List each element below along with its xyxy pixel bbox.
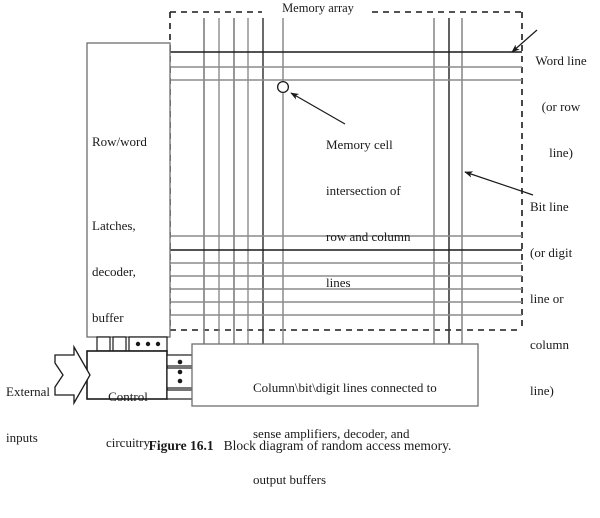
word-line-annotation-1: Word line [535,52,587,68]
row-word-block-label: Row/word Latches, decoder, buffer [92,103,168,356]
external-inputs-label: External inputs [6,353,58,476]
bit-line-annotation-1: Bit line [530,198,569,214]
bit-line-annotation-4: column [530,336,569,352]
bit-line-annotation-5: line) [530,382,554,398]
figure-root: Memory array Row/word Latches, decoder, … [0,1,600,487]
control-line-1: Control [108,388,148,404]
external-inputs-line-2: inputs [6,429,38,445]
memory-cell-marker [276,80,290,94]
word-lines-group [170,51,522,316]
figure-caption-label: Figure 16.1 [148,438,214,453]
column-block-label: Column\bit\digit lines connected to sens… [253,349,478,518]
control-to-column-connectors [166,354,194,400]
row-word-to-control-connectors [96,336,168,352]
memory-cell-annotation-3: row and column [326,228,411,244]
row-word-line-2: Latches, [92,218,136,234]
control-circuitry-label: Control circuitry [92,358,164,481]
column-bit-digit-block [191,343,479,407]
figure-caption: Figure 16.1 Block diagram of random acces… [0,438,600,454]
bit-line-leader-arrow [464,171,534,196]
row-word-line-3: decoder, [92,264,136,280]
word-line-annotation: Word line (or row line) [528,22,594,191]
row-word-block [86,42,171,338]
control-line-2: circuitry [105,434,151,450]
row-word-line-4: buffer [92,310,124,326]
word-line-leader-arrow [511,29,538,53]
external-inputs-arrow [54,344,91,406]
figure-caption-text: Block diagram of random access memory. [223,438,452,453]
bit-line-annotation-2: (or digit [530,244,573,260]
memory-cell-annotation-4: lines [326,274,351,290]
memory-array-label: Memory array [266,1,370,16]
column-line-3: output buffers [253,471,327,487]
bit-line-annotation-3: line or [530,290,564,306]
memory-cell-leader-arrow [290,92,346,125]
row-word-line-1: Row/word [92,133,147,149]
word-line-annotation-2: (or row [541,98,581,114]
word-line-annotation-3: line) [549,144,573,160]
ram-block-diagram [54,11,538,407]
memory-cell-annotation: Memory cell intersection of row and colu… [326,106,442,321]
memory-cell-annotation-2: intersection of [326,182,401,198]
column-line-1: Column\bit\digit lines connected to [253,379,437,395]
bit-line-annotation: Bit line (or digit line or column line) [530,168,596,429]
column-line-2: sense amplifiers, decoder, and [253,425,410,441]
control-circuitry-block [86,350,168,400]
memory-cell-annotation-1: Memory cell [326,136,393,152]
external-inputs-line-1: External [6,383,51,399]
